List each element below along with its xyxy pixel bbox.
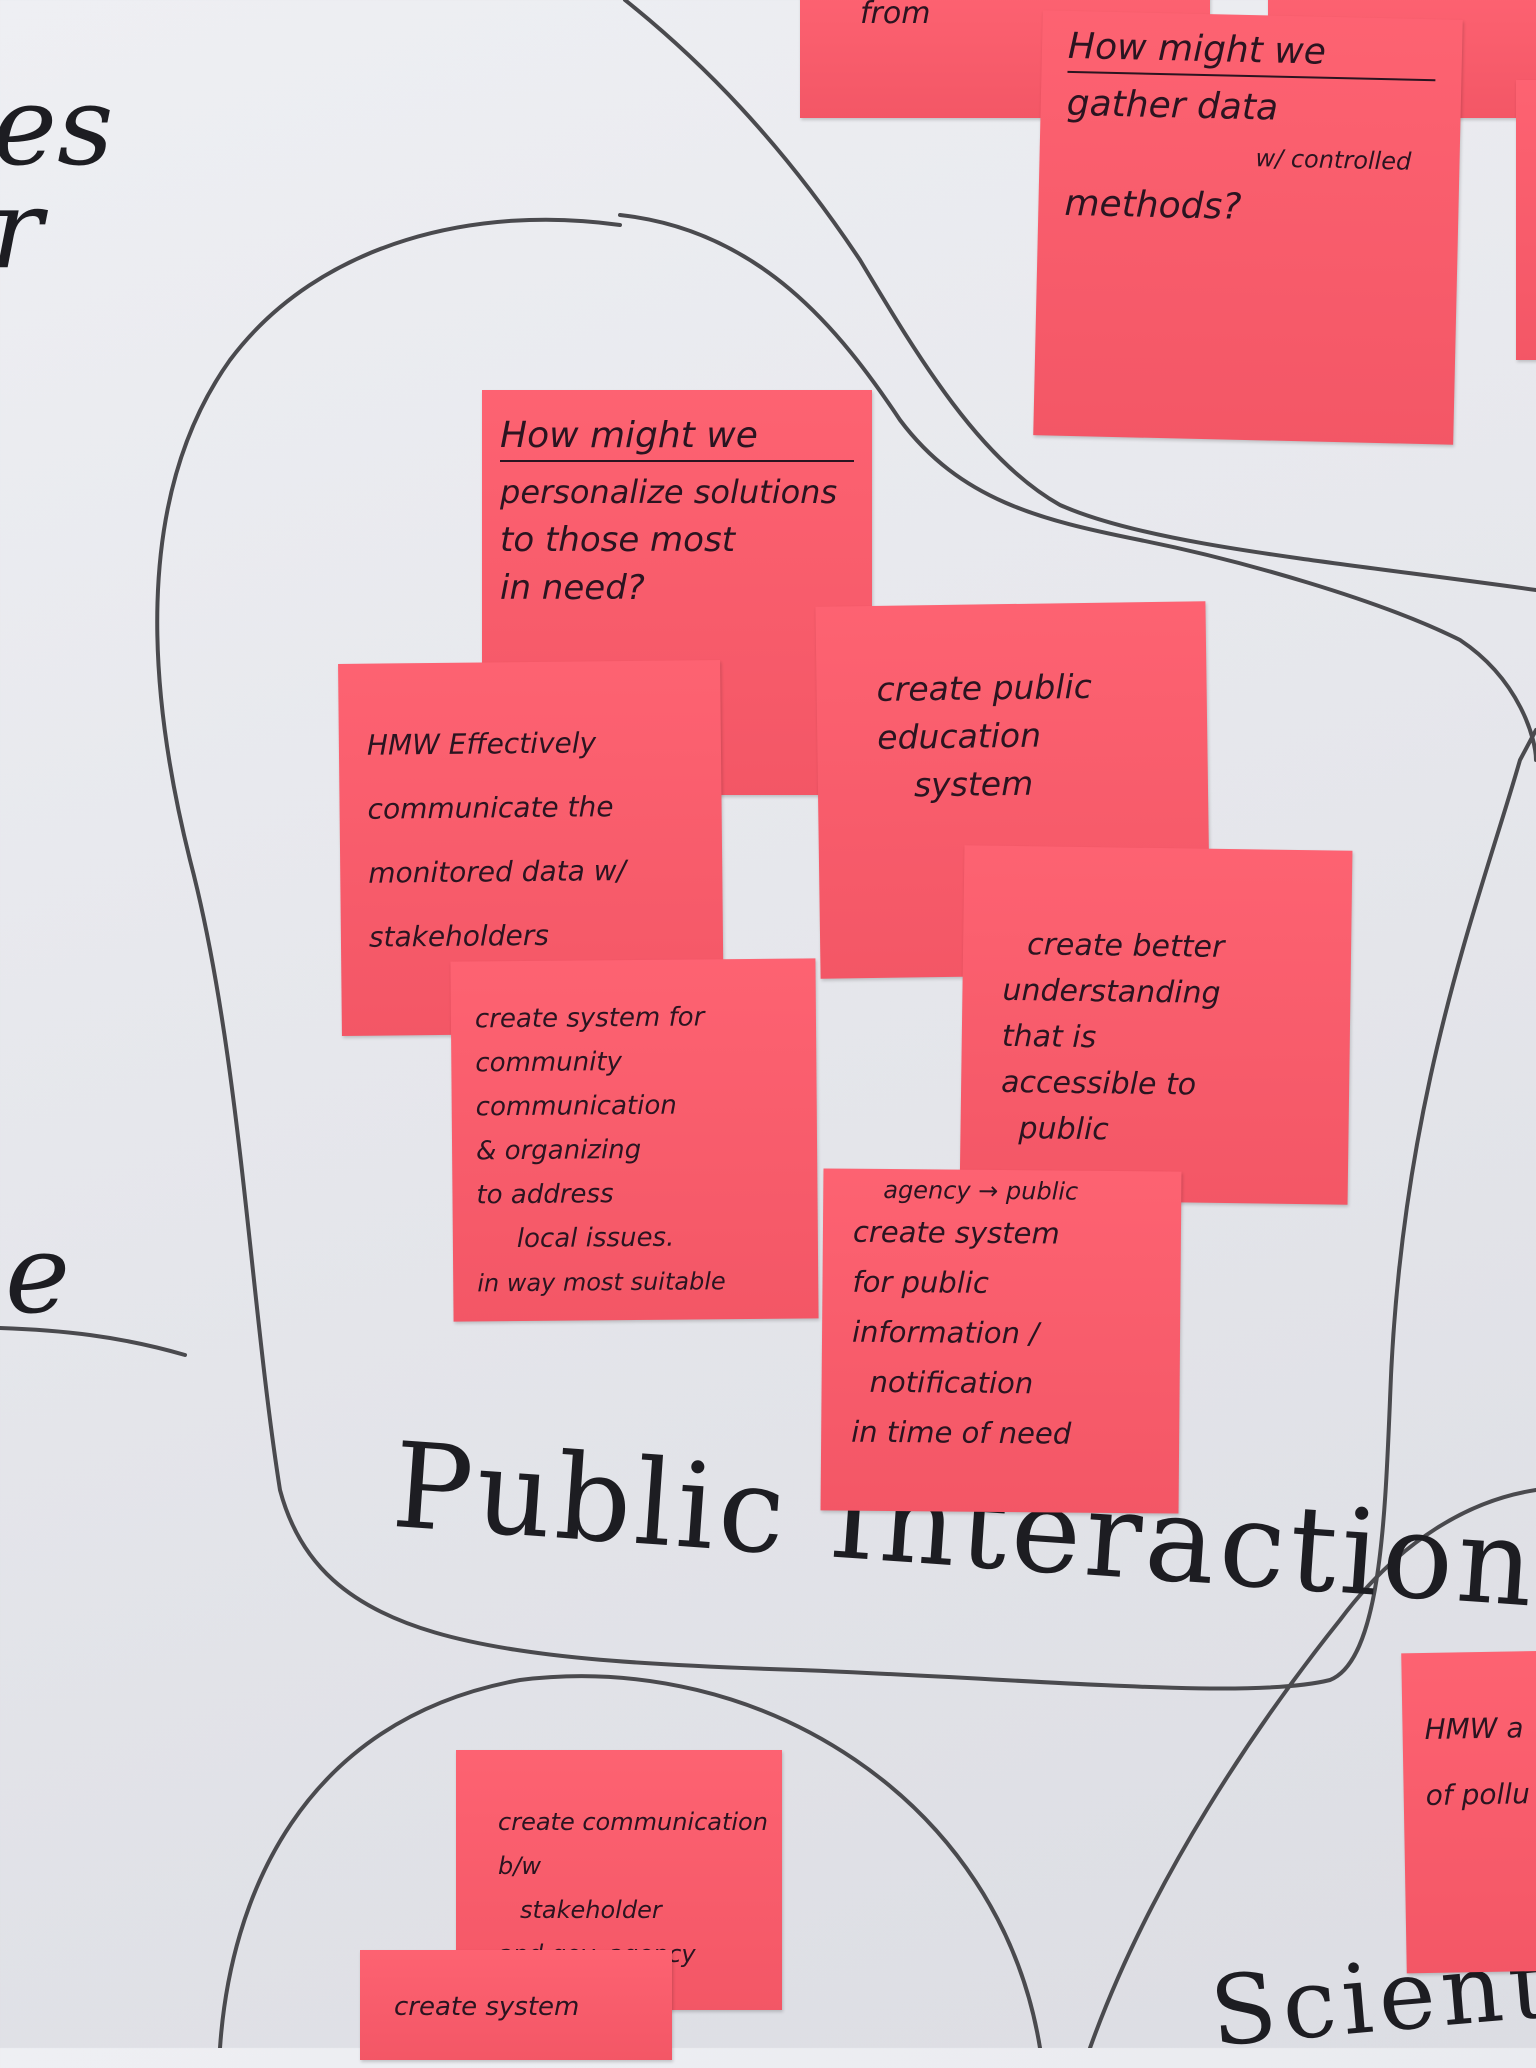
note-text: communicate the <box>367 790 614 826</box>
note-text: in way most suitable <box>477 1267 726 1298</box>
note-text: to address <box>476 1179 614 1211</box>
sticky-note-bottom-partial: create system <box>360 1950 672 2060</box>
note-text: communication <box>475 1090 677 1123</box>
note-text: monitored data w/ <box>368 854 627 890</box>
edge-text-fragment: e <box>5 1210 71 1338</box>
edge-text-fragment: es <box>0 62 114 190</box>
note-text: education <box>876 715 1042 757</box>
note-text: notification <box>869 1364 1034 1401</box>
note-text: personalize solutions <box>500 473 838 511</box>
note-text: HMW Effectively <box>366 726 597 762</box>
note-text: b/w <box>498 1852 541 1880</box>
public-interaction-outline-inner <box>618 213 1536 762</box>
note-text: information / <box>851 1314 1040 1351</box>
note-text: community <box>475 1047 623 1079</box>
sticky-note-gather-data: How might we gather data w/ controlled m… <box>1033 10 1463 445</box>
sticky-note-right-edge <box>1516 80 1536 360</box>
sticky-note-public-notification: agency → public create system for public… <box>820 1168 1182 1514</box>
note-text: gather data <box>1066 82 1279 129</box>
edge-text-fragment: r <box>0 165 43 293</box>
note-text: system <box>913 763 1034 805</box>
note-heading: How might we <box>1067 24 1437 82</box>
note-text: create system for <box>474 1002 705 1035</box>
sticky-note-better-understanding: create better understanding that is acce… <box>959 845 1353 1205</box>
note-text: w/ controlled <box>1255 144 1412 176</box>
note-text: & organizing <box>475 1134 642 1167</box>
note-heading: How might we <box>500 414 854 462</box>
note-text: create communication <box>498 1808 768 1836</box>
note-text: public <box>1018 1111 1110 1148</box>
note-text: HMW a <box>1424 1711 1524 1747</box>
top-cluster-outline <box>623 0 1536 592</box>
scientific-cluster-outline <box>1088 1488 1536 2048</box>
note-text: understanding <box>1002 972 1221 1011</box>
note-text: that is <box>1001 1018 1097 1056</box>
sticky-note-right-partial: HMW a of pollu <box>1401 1650 1536 1974</box>
note-text: in time of need <box>851 1414 1072 1451</box>
note-text: create public <box>876 666 1093 709</box>
note-text: create system <box>852 1214 1060 1251</box>
note-text: local issues. <box>516 1222 675 1255</box>
note-text: in need? <box>500 568 645 608</box>
note-text: to those most <box>500 520 736 560</box>
note-text: methods? <box>1064 182 1242 228</box>
note-text: create system <box>394 1992 580 2022</box>
note-text: agency → public <box>883 1175 1079 1206</box>
lower-left-cluster-outline <box>218 1674 1042 2048</box>
note-text: stakeholder <box>520 1896 662 1924</box>
note-text: from <box>860 0 931 31</box>
public-interaction-outline <box>155 217 1536 1691</box>
underline-stroke <box>0 1326 187 1357</box>
note-text: create better <box>1026 927 1225 965</box>
note-text: of pollu <box>1425 1777 1531 1813</box>
note-text: accessible to <box>1000 1064 1197 1103</box>
sticky-note-community-communication: create system for community communicatio… <box>450 958 819 1322</box>
note-text: for public <box>852 1264 990 1300</box>
